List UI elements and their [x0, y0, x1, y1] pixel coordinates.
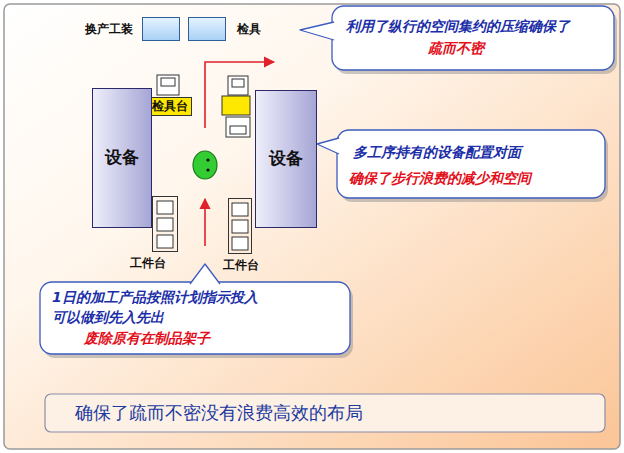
inspection-table	[222, 96, 250, 115]
slot	[157, 201, 173, 214]
callout-box	[332, 6, 614, 70]
callout-text: 疏而不密	[428, 40, 484, 58]
slot	[232, 237, 248, 250]
chair	[157, 75, 179, 95]
inspection-table-label: 检具台	[152, 99, 188, 114]
equipment-box-label: 设备	[269, 148, 303, 169]
callout-text: 利用了纵行的空间集约的压缩确保了	[346, 18, 570, 36]
callout-text: 可以做到先入先出	[52, 309, 164, 327]
callout-tail	[300, 22, 334, 40]
summary-banner: 确保了疏而不密没有浪费高效的布局	[45, 394, 605, 432]
equipment-box-label: 设备	[105, 147, 139, 168]
callout-box	[337, 130, 605, 198]
worker-eye	[206, 158, 209, 161]
flow-arrow	[204, 199, 206, 246]
tooling-box-label: 检具	[237, 22, 261, 37]
callout-text: 确保了步行浪费的减少和空间	[349, 170, 531, 188]
slot	[157, 218, 173, 231]
work-table: 工件台	[152, 196, 178, 252]
work-table-label: 工件台	[130, 256, 166, 271]
callout-text: 多工序持有的设备配置对面	[353, 144, 521, 162]
slot	[232, 203, 248, 216]
work-table: 工件台	[228, 198, 252, 254]
slot	[232, 220, 248, 233]
summary-banner-label: 确保了疏而不密没有浪费高效的布局	[75, 402, 363, 425]
work-table-label: 工件台	[223, 258, 259, 273]
banner-box	[45, 394, 605, 432]
callout: 利用了纵行的空间集约的压缩确保了疏而不密	[332, 6, 614, 70]
chair-seat	[161, 78, 175, 86]
callout-box	[40, 282, 350, 354]
callout-text: 1日的加工产品按照计划指示投入	[52, 289, 258, 307]
frame	[4, 4, 620, 449]
chair-seat	[232, 79, 244, 87]
worker	[193, 151, 217, 179]
chair	[228, 76, 248, 95]
equipment-box: 设备	[255, 90, 317, 228]
callout: 1日的加工产品按照计划指示投入可以做到先入先出废除原有在制品架子	[40, 282, 350, 354]
tooling-box: 检具	[188, 17, 226, 41]
work-table-slots	[157, 201, 248, 250]
chair-seat	[230, 126, 246, 134]
inspection-table: 检具台	[148, 97, 192, 116]
chair	[226, 117, 250, 137]
callout-tail	[317, 138, 339, 154]
equipment-box: 设备	[92, 88, 152, 228]
worker-eye	[206, 168, 209, 171]
tooling-box-label: 换产工装	[85, 22, 133, 37]
callout: 多工序持有的设备配置对面确保了步行浪费的减少和空间	[337, 130, 605, 198]
callout-shapes	[40, 6, 617, 432]
tooling-box: 换产工装	[142, 17, 180, 41]
callout-tail	[190, 264, 220, 284]
callout-text: 废除原有在制品架子	[84, 330, 210, 348]
slot	[157, 235, 173, 248]
